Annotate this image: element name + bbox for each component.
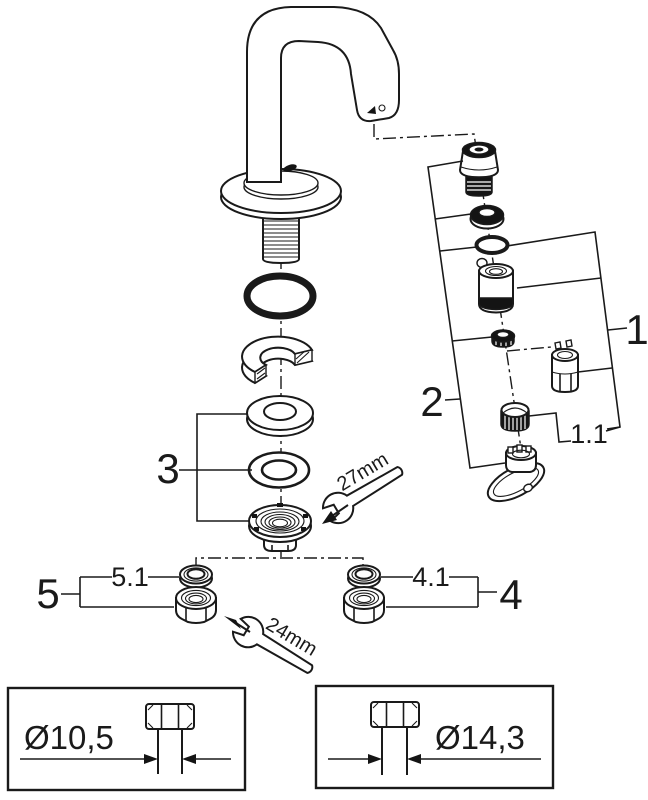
o-ring-small: [474, 235, 510, 255]
wrench-24mm-arrow: [224, 616, 251, 633]
dimension-arrows: [328, 754, 541, 764]
threaded-shank: [262, 211, 300, 265]
hex-adapter-key: [551, 339, 579, 394]
callout-4-1-label: 4.1: [412, 562, 450, 592]
spout-outlet-marking: [367, 104, 386, 114]
dome-seal: [469, 204, 505, 230]
o-ring-large: [243, 272, 317, 320]
callout-5-label: 5: [36, 570, 59, 617]
spout-tube: [246, 6, 400, 183]
socket-key-tool: [486, 444, 546, 503]
mounting-nut: [248, 503, 312, 552]
wrench-24mm-icon: 24mm: [231, 613, 321, 674]
knurled-dome-cap: [500, 402, 530, 432]
nut-notches: [252, 503, 308, 531]
callout-1-bracket: 1: [506, 231, 648, 430]
seal-washer-right: [347, 564, 381, 589]
spout-to-valve-axis-line: [373, 124, 524, 463]
hex-nut-front-view: [370, 701, 420, 728]
union-nut-left: [175, 586, 217, 624]
callout-1-label: 1: [625, 306, 648, 353]
adapter-branch-line: [506, 346, 552, 352]
callout-1-1-bracket: 1.1: [528, 412, 621, 449]
callout-3-bracket: 3: [156, 413, 252, 522]
callout-4-bracket: 4.1 4: [381, 562, 523, 618]
tube-mark: [283, 164, 297, 172]
dimension-left-label: Ø10,5: [24, 719, 114, 756]
hex-nut-front-view: [145, 703, 195, 730]
tube-front-view: [157, 729, 183, 774]
faucet-spout: [220, 6, 400, 265]
wrench-27mm-icon: 27mm: [321, 448, 404, 525]
tube-front-view: [381, 727, 408, 775]
valve-cartridge: [458, 141, 500, 197]
union-nut-right: [343, 586, 385, 624]
knurled-nut-small: [490, 329, 516, 348]
dimension-box-right: Ø14,3: [314, 684, 555, 790]
callout-1-1-label: 1.1: [570, 419, 608, 449]
dimension-box-left: Ø10,5: [6, 686, 247, 792]
washer-thick: [246, 395, 314, 437]
seal-washer-left: [179, 564, 213, 589]
cylinder-bushing: [476, 257, 514, 314]
horseshoe-washer: [241, 335, 314, 385]
callout-2-label: 2: [420, 378, 443, 425]
dimension-arrows: [20, 754, 231, 764]
wrench-27mm-arrow: [322, 504, 349, 524]
callout-5-1-label: 5.1: [111, 562, 149, 592]
callout-3-label: 3: [156, 445, 179, 492]
washer-flat: [247, 451, 311, 489]
dimension-right-label: Ø14,3: [435, 719, 525, 756]
branch-axis-line: [195, 557, 364, 594]
callout-5-bracket: 5 5.1: [36, 562, 179, 617]
callout-4-label: 4: [499, 571, 522, 618]
callout-2-bracket: 2: [420, 160, 506, 469]
